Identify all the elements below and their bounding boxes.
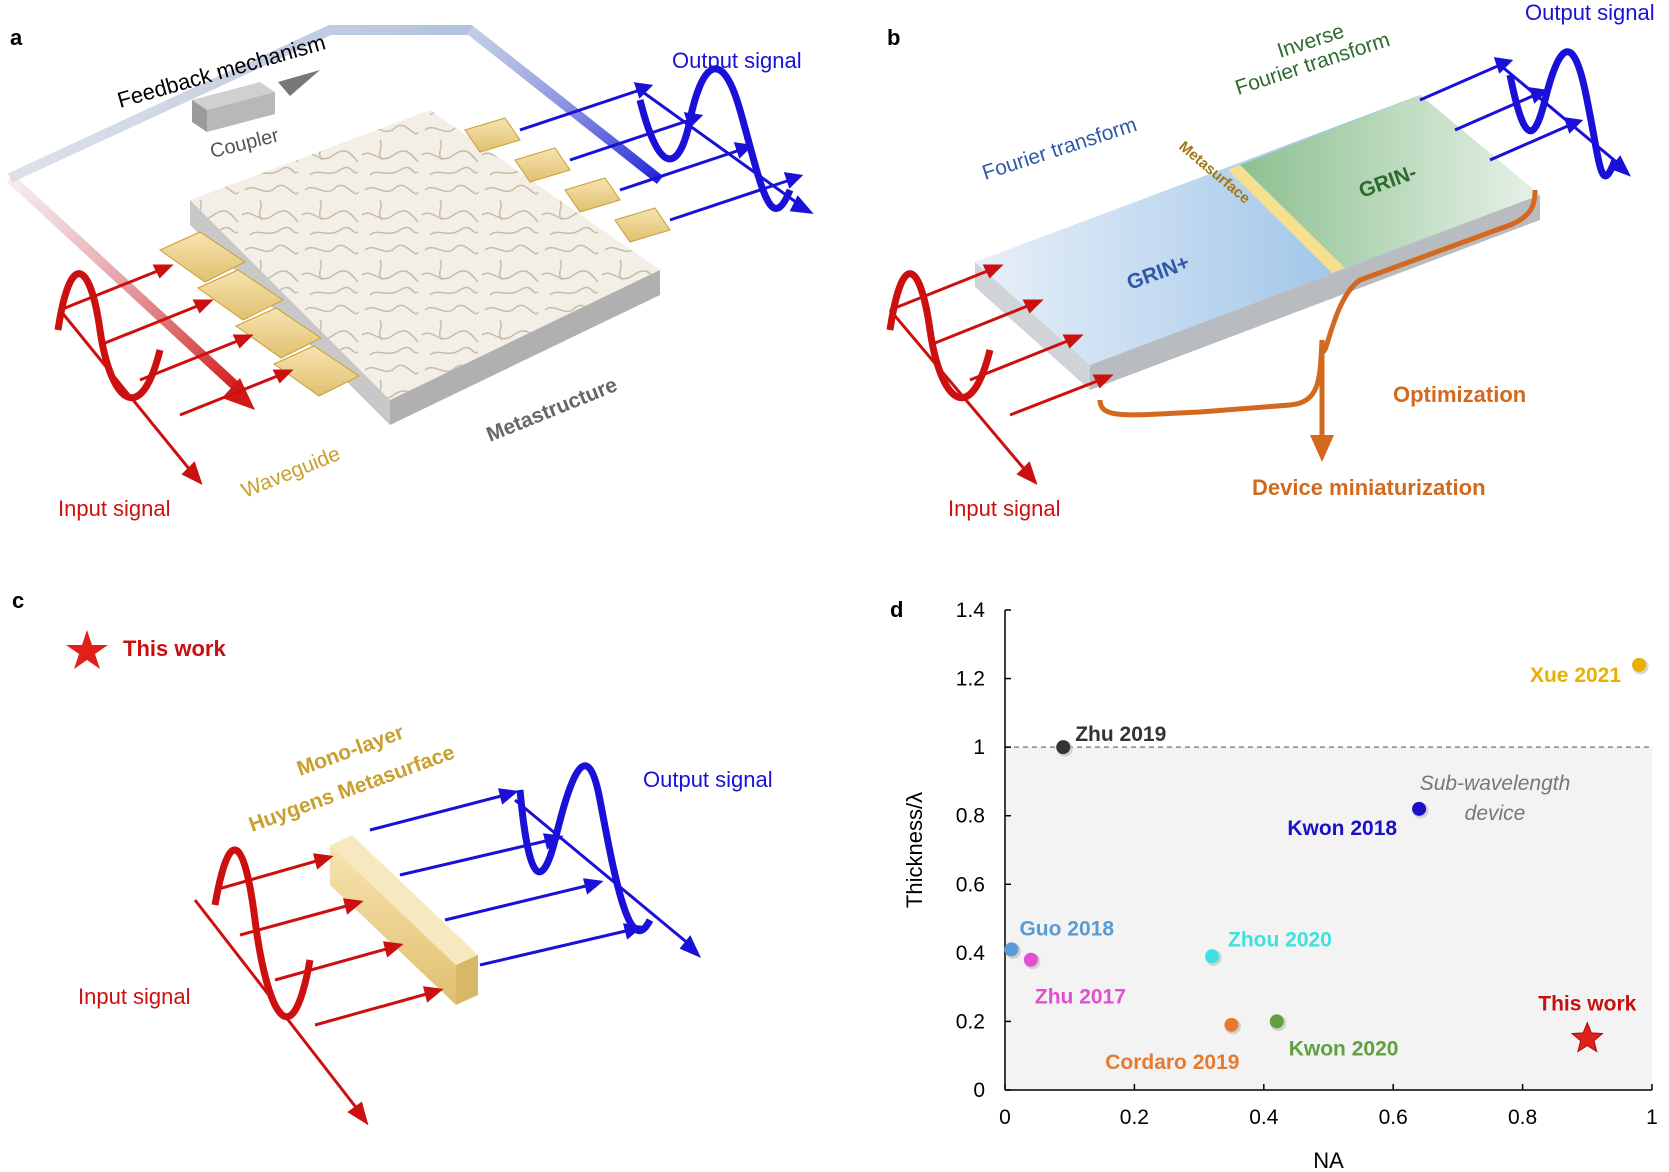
x-tick-label: 1 <box>1646 1106 1658 1129</box>
output-wave-a <box>636 65 794 212</box>
output-signal-label-b: Output signal <box>1525 0 1655 25</box>
point-kwon-2020 <box>1269 1014 1284 1029</box>
miniaturization-label: Device miniaturization <box>1252 475 1486 500</box>
ft-label: Fourier transform <box>979 113 1139 185</box>
input-wave-b <box>886 270 994 402</box>
output-signal-label-a: Output signal <box>672 48 802 73</box>
sub-wavelength-label-line1: Sub-wavelength <box>1420 772 1571 795</box>
scatter-chart: 0 0.2 0.4 0.6 0.8 1 0 0.2 0.4 0.6 0.8 1 1.2 1.4NA Thic… <box>902 599 1658 1172</box>
point-label-cordaro-2019: Cordaro 2019 <box>1105 1051 1239 1074</box>
panel-d-letter: d <box>890 597 903 622</box>
input-waveguides <box>158 231 360 397</box>
waveguide-label: Waveguide <box>238 442 343 502</box>
panel-a: a <box>6 25 814 521</box>
y-tick-label: 1.4 <box>956 599 986 622</box>
this-work-star-icon <box>66 630 108 669</box>
y-tick-label: 0.4 <box>956 942 986 965</box>
point-zhu-2019 <box>1056 740 1071 755</box>
point-label-this-work: This work <box>1538 993 1636 1016</box>
panel-c: c This work Mono-layer Huygens Me <box>12 588 773 1126</box>
feedback-red-arrowhead <box>222 378 255 410</box>
feedback-arrowhead <box>278 70 320 96</box>
panel-c-letter: c <box>12 588 24 613</box>
output-signal-label-c: Output signal <box>643 767 773 792</box>
x-tick-label: 0 <box>999 1106 1011 1129</box>
point-label-zhou-2020: Zhou 2020 <box>1228 928 1332 951</box>
point-cordaro-2019 <box>1224 1017 1239 1032</box>
this-work-legend-label: This work <box>123 636 226 661</box>
y-tick-label: 0.8 <box>956 805 985 828</box>
metastructure-label: Metastructure <box>483 373 620 446</box>
point-xue-2021 <box>1632 657 1647 672</box>
output-arrows-b <box>1419 57 1632 177</box>
y-tick-label: 1 <box>973 736 985 759</box>
point-guo-2018 <box>1004 942 1019 957</box>
point-label-guo-2018: Guo 2018 <box>1019 917 1114 940</box>
output-wave-b <box>1506 48 1619 180</box>
point-label-kwon-2020: Kwon 2020 <box>1289 1037 1399 1060</box>
output-waveguides <box>464 117 671 243</box>
grin-slab <box>975 95 1540 390</box>
point-label-kwon-2018: Kwon 2018 <box>1287 817 1397 840</box>
x-tick-label: 0.6 <box>1379 1106 1408 1129</box>
sub-wavelength-label-line2: device <box>1465 802 1526 825</box>
output-wave-c <box>516 762 654 935</box>
x-tick-label: 0.8 <box>1508 1106 1537 1129</box>
panel-b-letter: b <box>887 25 900 50</box>
point-label-zhu-2017: Zhu 2017 <box>1035 986 1126 1009</box>
coupler-label: Coupler <box>208 124 282 162</box>
x-axis-label: NA <box>1313 1148 1344 1172</box>
point-zhu-2017 <box>1023 952 1038 967</box>
panel-d: d 0 0.2 0.4 0.6 0.8 1 0 0.2 0.4 0.6 0.8 1 1.2 1.4NA Th… <box>890 597 1658 1172</box>
y-tick-label: 0 <box>973 1079 985 1102</box>
point-kwon-2018 <box>1412 801 1427 816</box>
huygens-metasurface-bar <box>330 835 478 1005</box>
y-tick-label: 0.6 <box>956 873 985 896</box>
input-signal-label-b: Input signal <box>948 496 1061 521</box>
feedback-blue-arrow <box>466 26 664 184</box>
coupler-block <box>192 82 275 132</box>
point-label-zhu-2019: Zhu 2019 <box>1075 723 1166 746</box>
sub-wavelength-region <box>1005 747 1652 1090</box>
input-signal-label-c: Input signal <box>78 984 191 1009</box>
metastructure-slab <box>190 110 660 425</box>
input-wave-a <box>54 270 164 402</box>
input-wave-c <box>211 846 314 1021</box>
input-arrows-b <box>888 264 1114 485</box>
x-tick-label: 0.4 <box>1249 1106 1279 1129</box>
point-zhou-2020 <box>1205 949 1220 964</box>
y-axis-label: Thickness/λ <box>902 792 927 908</box>
panel-b: b Output signal <box>886 0 1655 521</box>
optimization-label: Optimization <box>1393 382 1526 407</box>
x-tick-label: 0.2 <box>1120 1106 1149 1129</box>
input-signal-label-a: Input signal <box>58 496 171 521</box>
input-arrows-a <box>58 264 294 485</box>
panel-a-letter: a <box>10 25 23 50</box>
y-tick-label: 1.2 <box>956 668 985 691</box>
y-tick-label: 0.2 <box>956 1010 985 1033</box>
point-this-work-star-marker <box>1570 1021 1604 1053</box>
point-label-xue-2021: Xue 2021 <box>1530 664 1621 687</box>
miniaturization-arrowhead <box>1310 435 1334 462</box>
